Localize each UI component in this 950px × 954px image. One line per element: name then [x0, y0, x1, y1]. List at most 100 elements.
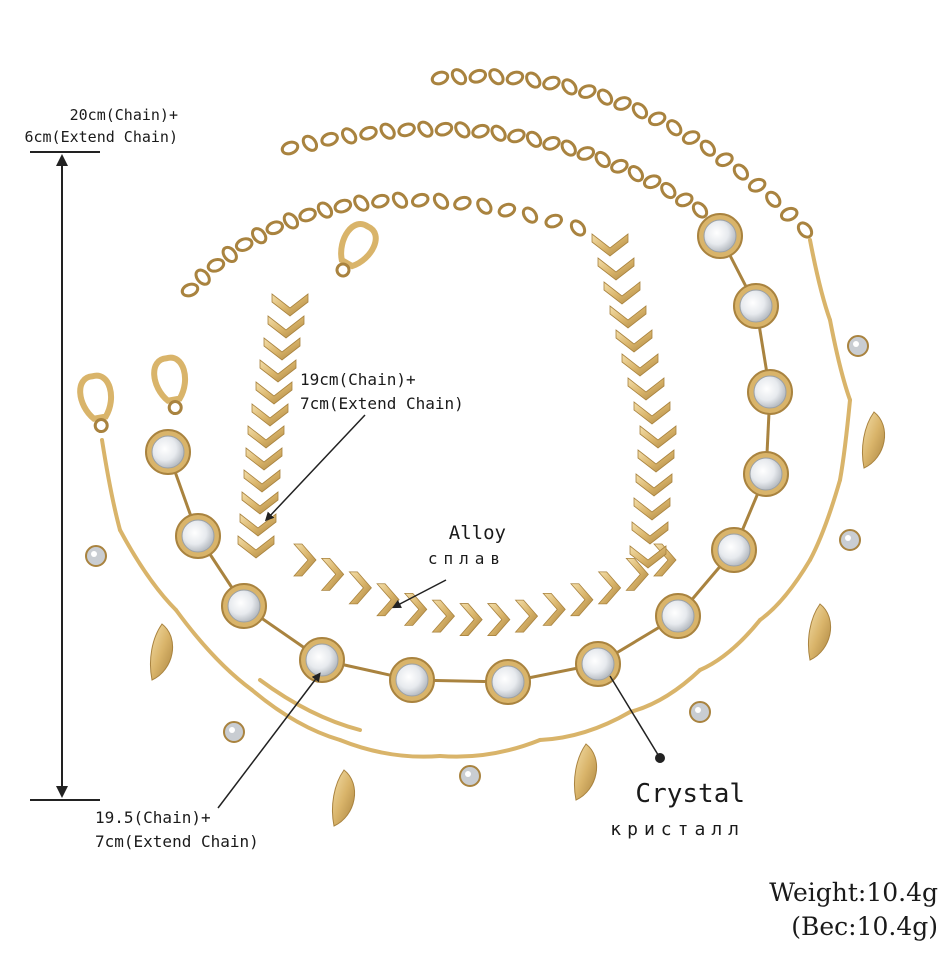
chain-link	[699, 139, 717, 157]
chain-length-outer-line2: 6cm(Extend Chain)	[24, 128, 178, 146]
clasp-body	[77, 372, 115, 422]
scallop-bar	[758, 558, 812, 622]
chain-link	[596, 88, 614, 106]
rhinestone-highlight	[845, 535, 851, 541]
fishbone-segment	[247, 425, 285, 449]
chain-link	[796, 221, 814, 239]
lobster-clasp	[77, 372, 115, 434]
scallop-bar	[808, 238, 832, 322]
fishbone-segment	[263, 337, 301, 361]
chain-link	[490, 124, 507, 142]
chain-link	[301, 134, 319, 152]
crystal-stone	[703, 219, 737, 253]
clasp-ring	[93, 418, 109, 434]
chain-link	[715, 152, 734, 168]
scallop-bar	[118, 528, 178, 612]
scallop-bar	[174, 608, 254, 692]
scallop-bar	[808, 478, 842, 562]
chain-link	[765, 190, 782, 208]
fishbone-segment	[255, 381, 293, 405]
clasp-body	[151, 354, 189, 404]
rhinestone-highlight	[91, 551, 97, 557]
weight-label: Weight:10.4g (Bec:10.4g)	[700, 876, 938, 944]
chain-link	[779, 206, 799, 222]
chain-link	[691, 201, 709, 219]
chain-link	[379, 122, 396, 140]
rhinestone-highlight	[229, 727, 235, 733]
scallop-bar	[100, 438, 122, 532]
fishbone-segment	[376, 583, 400, 617]
fishbone-segment	[293, 543, 317, 577]
leaf-charm	[807, 603, 831, 661]
chain-link	[320, 131, 339, 147]
chain-link	[206, 257, 226, 273]
chain-link	[631, 102, 649, 120]
pointer-chain-mid	[264, 414, 366, 522]
leaf-charm	[861, 411, 885, 469]
fishbone-segment	[597, 571, 622, 605]
crystal-label-en: Crystal	[635, 779, 745, 809]
chain-link	[594, 150, 611, 169]
fishbone-segment	[639, 425, 677, 449]
chain-link	[544, 213, 563, 229]
extension-chains	[180, 68, 814, 298]
pointer-alloy	[392, 579, 447, 609]
chain-link	[194, 268, 211, 286]
chain-link	[747, 177, 767, 193]
chain-link	[666, 119, 683, 137]
fishbone-segment	[591, 233, 629, 257]
fishbone-segment	[271, 293, 309, 317]
clasp-ring	[335, 262, 351, 278]
fishbone-segment	[514, 599, 539, 633]
weight-line1: Weight:10.4g	[769, 878, 938, 907]
chain-link	[488, 68, 505, 86]
chain-link	[569, 219, 587, 237]
fishbone-segment	[621, 353, 659, 377]
chain-link	[576, 146, 596, 161]
lobster-clasps	[77, 221, 379, 434]
crystal-label-ru: кристалл	[610, 819, 745, 840]
chain-link	[642, 174, 662, 190]
clasp-body	[338, 221, 379, 270]
scallop-bar	[258, 678, 362, 732]
crystal-stone	[581, 647, 615, 681]
chain-link	[610, 158, 629, 174]
leaf-charm	[331, 769, 355, 827]
chain-link	[397, 122, 416, 138]
crystal-stone	[227, 589, 261, 623]
chain-link	[333, 198, 353, 214]
material-label-alloy: Alloy сплав	[378, 520, 506, 572]
scallop-bar	[438, 738, 542, 759]
crystal-stone	[753, 375, 787, 409]
chain-length-fishbone-line2: 7cm(Extend Chain)	[300, 394, 464, 413]
leaf-charm	[149, 623, 173, 681]
crystal-stone	[739, 289, 773, 323]
chain-link	[359, 125, 378, 141]
fishbone-segment	[635, 473, 673, 497]
chain-link	[542, 135, 561, 151]
crystal-stone	[305, 643, 339, 677]
crystal-stone	[395, 663, 429, 697]
fishbone-segment	[615, 329, 653, 353]
chain-link	[476, 197, 493, 215]
chain-link	[180, 282, 200, 298]
chain-link	[251, 227, 268, 245]
crystal-stone	[749, 457, 783, 491]
crystal-anklet	[145, 213, 793, 705]
chain-link	[681, 130, 701, 145]
chain-link	[497, 202, 517, 218]
chain-length-label-fishbone: 19cm(Chain)+ 7cm(Extend Chain)	[300, 368, 464, 416]
scallop-bar	[838, 398, 852, 482]
chain-link	[507, 128, 526, 144]
fishbone-segment	[245, 447, 283, 471]
chain-link	[353, 194, 370, 212]
crystal-stone	[717, 533, 751, 567]
fishbone-segment	[267, 315, 305, 339]
chain-link	[282, 212, 300, 230]
crystal-stone	[151, 435, 185, 469]
chain-link	[265, 220, 284, 236]
material-label-crystal: Crystal кристалл	[540, 776, 745, 848]
pointer-crystal-dot	[655, 753, 665, 763]
chain-length-label-outer: 20cm(Chain)+ 6cm(Extend Chain)	[6, 104, 178, 148]
